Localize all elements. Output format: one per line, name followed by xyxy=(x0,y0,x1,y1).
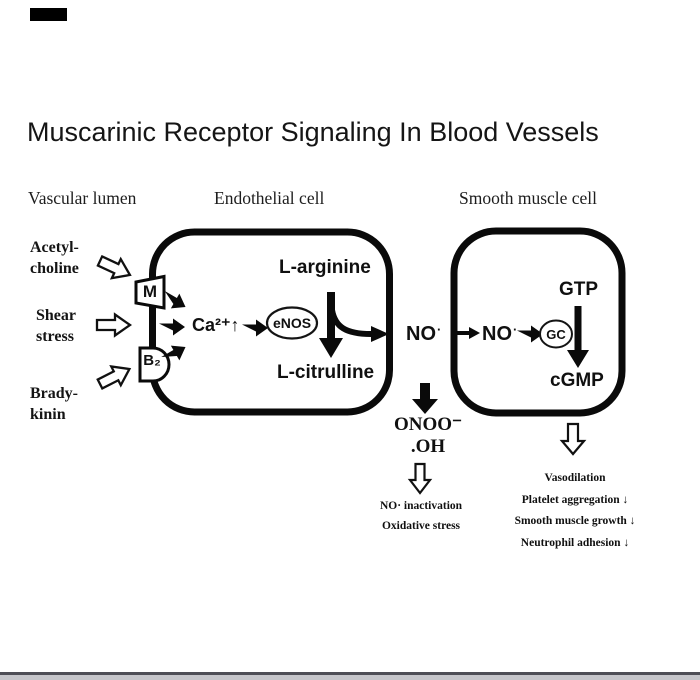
enos-label: eNOS xyxy=(272,315,312,331)
arginine-to-citrulline-arrow-icon xyxy=(319,292,343,358)
no-to-onoo-arrow-icon xyxy=(412,383,438,414)
calcium-rise-label: Ca²⁺↑ xyxy=(192,315,240,335)
column-header-vascular-lumen: Vascular lumen xyxy=(28,188,137,208)
outcomes-list: Vasodilation Platelet aggregation ↓ Smoo… xyxy=(504,468,646,554)
no-free-label: NO· xyxy=(406,322,441,346)
footer-scan-bar xyxy=(0,672,700,680)
page-title: Muscarinic Receptor Signaling In Blood V… xyxy=(27,117,599,147)
stimulus-acetylcholine-label: Acetyl- choline xyxy=(30,239,79,277)
reactive-species-block: ONOO⁻ .OH xyxy=(384,414,472,458)
no-inner-radical-dot: · xyxy=(513,322,518,337)
gtp-to-cgmp-arrow-icon xyxy=(567,306,589,368)
endothelial-cell-outline xyxy=(149,228,393,416)
acetylcholine-arrow-icon xyxy=(96,254,132,280)
stimulus-bradykinin-label: Brady- kinin xyxy=(30,385,78,423)
no-inner-base: NO xyxy=(482,323,512,345)
cgmp-effects-arrow-icon xyxy=(559,422,587,456)
gc-label: GC xyxy=(546,327,566,342)
b2-receptor-shape xyxy=(138,346,171,383)
no-synthesis-curved-arrow-icon xyxy=(329,309,372,337)
b2-receptor-label: B₂ xyxy=(143,352,161,369)
scan-artifact-bar xyxy=(30,8,67,21)
column-header-endothelial-cell: Endothelial cell xyxy=(214,188,325,208)
no-inactivation-label: NO· inactivation xyxy=(379,500,463,512)
stimulus-shear-stress-label: Shear stress xyxy=(36,307,76,345)
smooth-muscle-cell-outline xyxy=(450,227,626,417)
shear-stress-arrow-icon xyxy=(95,312,133,338)
onoo-consequences-arrow-icon xyxy=(407,462,433,495)
oxidative-stress-label: Oxidative stress xyxy=(381,520,461,532)
bradykinin-arrow-icon xyxy=(96,365,132,391)
gc-ellipse xyxy=(539,319,573,349)
l-arginine-label: L-arginine xyxy=(279,257,371,278)
cgmp-label: cGMP xyxy=(550,370,604,391)
l-citrulline-label: L-citrulline xyxy=(277,362,375,383)
enos-ellipse xyxy=(265,306,319,340)
no-free-base: NO xyxy=(406,323,436,345)
no-free-radical-dot: · xyxy=(437,322,442,337)
no-inner-label: NO· xyxy=(482,322,517,346)
outcome-smooth-muscle-growth: Smooth muscle growth ↓ xyxy=(514,515,636,527)
column-header-smooth-muscle-cell: Smooth muscle cell xyxy=(459,188,598,208)
onoo-label: ONOO⁻ xyxy=(393,414,463,435)
no-to-gc-arrow-icon xyxy=(517,325,543,343)
outcome-vasodilation: Vasodilation xyxy=(544,472,606,484)
ca-to-enos-arrow-icon xyxy=(242,319,268,337)
membrane-to-ca-arrow-icon xyxy=(159,318,185,336)
m-receptor-shape xyxy=(134,274,166,310)
no-synthesis-arrowhead xyxy=(371,326,389,342)
outcome-neutrophil-adhesion: Neutrophil adhesion ↓ xyxy=(520,536,630,549)
gtp-label: GTP xyxy=(559,279,599,300)
m-to-ca-arrow-icon xyxy=(164,290,186,309)
no-diffusion-arrowhead xyxy=(469,327,480,339)
hydroxyl-radical-label: .OH xyxy=(410,436,446,457)
b2-to-ca-arrow-icon xyxy=(161,345,186,361)
m-receptor-label: M xyxy=(142,282,158,301)
outcome-platelet-aggregation: Platelet aggregation ↓ xyxy=(521,493,629,506)
